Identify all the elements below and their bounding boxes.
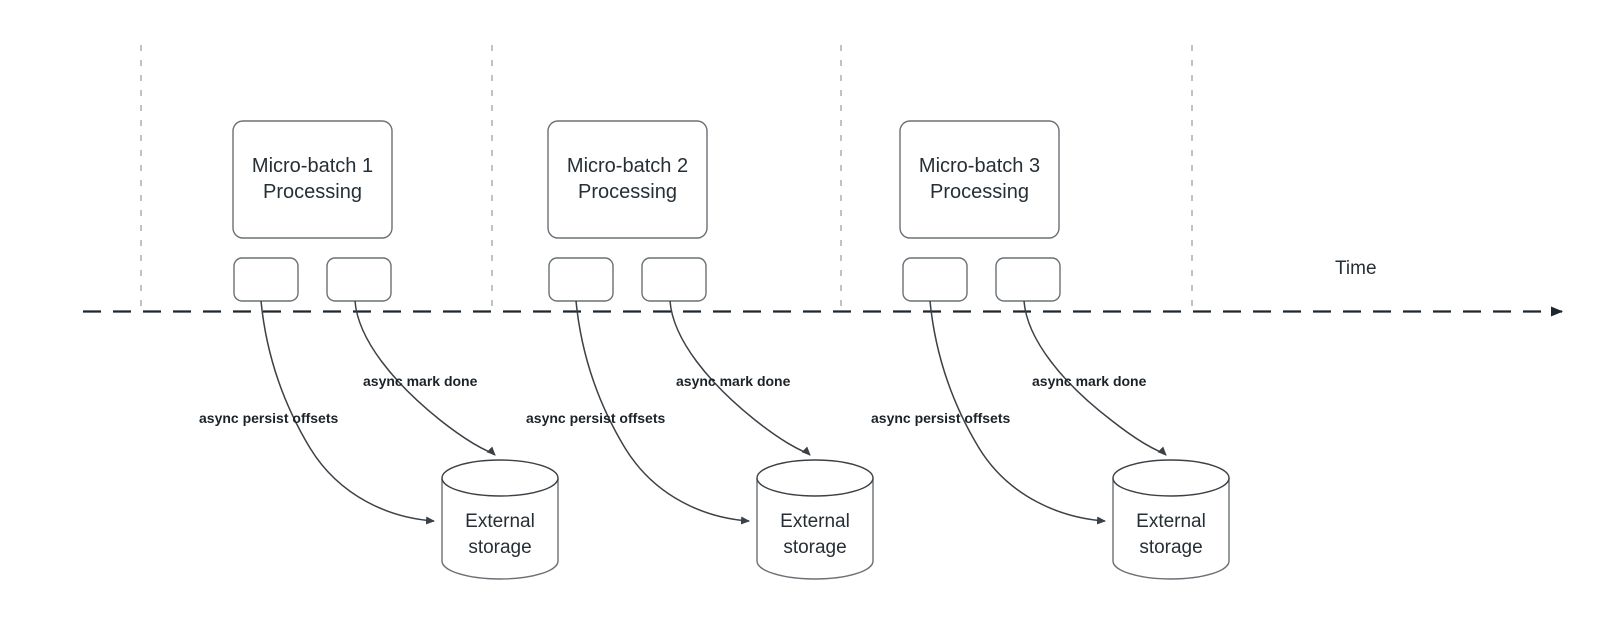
group-1-persist-offsets-task-box[interactable] [233,257,299,302]
micro-batch-3-label-line1: Micro-batch 3 [919,155,1040,177]
group-2-async-mark-done-arrow [669,300,811,456]
micro-batch-1-label-line2: Processing [263,181,362,203]
micro-batch-1-label-line1: Micro-batch 1 [252,155,373,177]
group-3-persist-offsets-task-box[interactable] [902,257,968,302]
micro-batch-group-3: Micro-batch 3 Processing async persist o… [871,120,1230,580]
micro-batch-group-2: Micro-batch 2 Processing async persist o… [526,120,874,580]
group-1-async-persist-offsets-arrow [260,300,435,525]
group-1-mark-done-task-box[interactable] [326,257,392,302]
micro-batch-2-box[interactable] [547,120,708,239]
group-2-persist-offsets-task-box[interactable] [548,257,614,302]
group-3-mark-done-task-box[interactable] [995,257,1061,302]
group-3-async-persist-offsets-arrow [929,300,1106,525]
group-2-async-persist-offsets-label: async persist offsets [526,410,665,426]
micro-batch-3-box[interactable] [899,120,1060,239]
group-2-async-persist-offsets-arrow [575,300,750,525]
group-3-storage-label-line2: storage [1139,537,1202,558]
micro-batch-2-label-line1: Micro-batch 2 [567,155,688,177]
micro-batch-1-box[interactable] [232,120,393,239]
group-3-storage-label-line1: External [1136,511,1206,532]
group-1-async-mark-done-arrow [354,300,496,456]
group-1-async-mark-done-label: async mark done [363,373,478,389]
group-3-async-mark-done-label: async mark done [1032,373,1147,389]
group-2-async-mark-done-label: async mark done [676,373,791,389]
group-2-mark-done-task-box[interactable] [641,257,707,302]
group-1-storage-label-line1: External [465,511,535,532]
group-3-external-storage-cylinder[interactable] [1112,459,1230,580]
micro-batch-group-1: Micro-batch 1 Processing async persist o… [199,120,559,580]
micro-batch-3-label-line2: Processing [930,181,1029,203]
group-1-storage-label-line2: storage [468,537,531,558]
group-3-async-mark-done-arrow [1023,300,1167,456]
time-axis: Time [83,258,1563,317]
time-axis-label: Time [1335,258,1377,279]
group-1-async-persist-offsets-label: async persist offsets [199,410,338,426]
micro-batch-2-label-line2: Processing [578,181,677,203]
group-3-async-persist-offsets-label: async persist offsets [871,410,1010,426]
group-2-storage-label-line1: External [780,511,850,532]
group-2-external-storage-cylinder[interactable] [756,459,874,580]
group-1-external-storage-cylinder[interactable] [441,459,559,580]
group-2-storage-label-line2: storage [783,537,846,558]
